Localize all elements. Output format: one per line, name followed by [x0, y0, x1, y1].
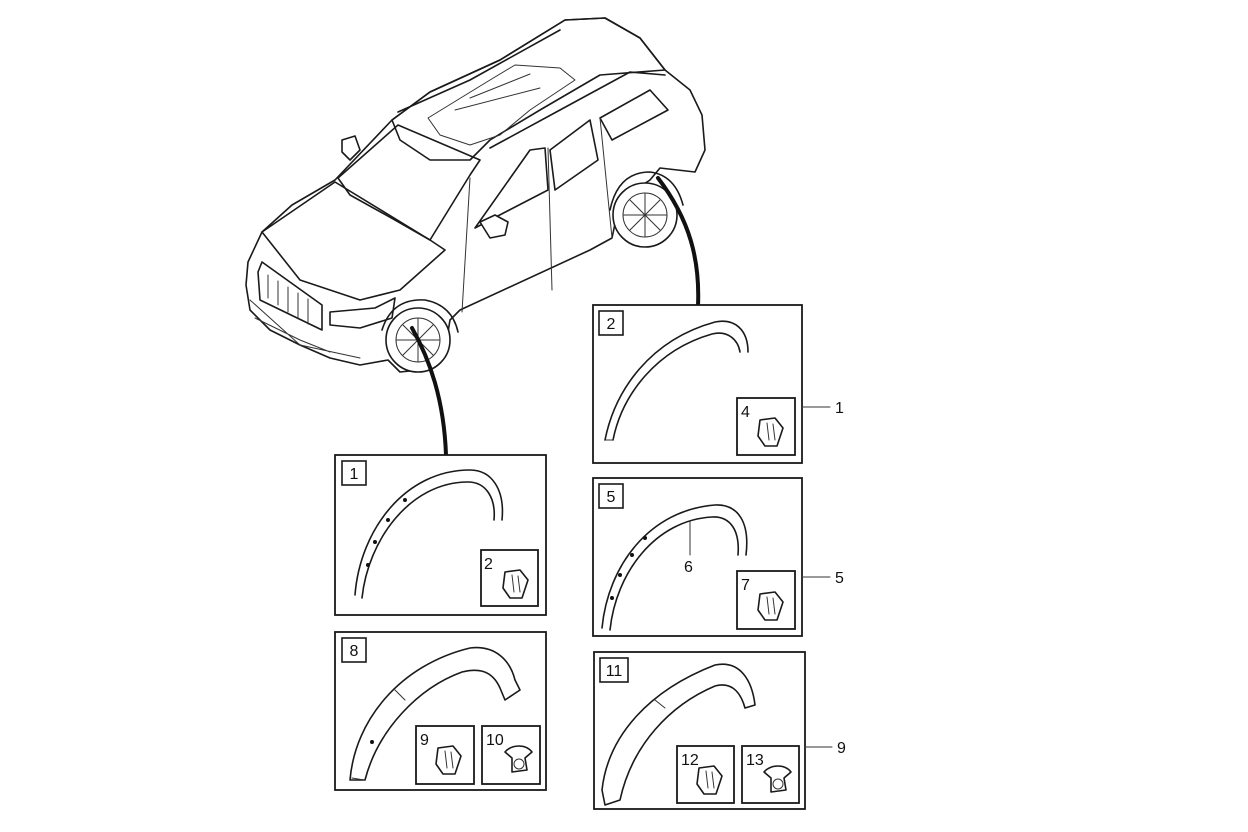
suv-vehicle-icon: [245, 17, 706, 373]
clip-icon: [696, 765, 723, 795]
clip-icon: [757, 591, 784, 621]
panel-11-clip-13-label: 13: [746, 752, 764, 769]
rear-arch-leader: [656, 176, 701, 308]
panel-8-clip-9-label: 9: [420, 732, 429, 749]
panel-8-clip-10-label: 10: [486, 732, 504, 749]
panel-2-clip-label: 4: [741, 404, 750, 421]
panel-2-tag: 2: [607, 316, 616, 333]
callout-label-9: 9: [837, 740, 846, 757]
panel-1-clip-label: 2: [484, 556, 493, 573]
front-arch-leader: [410, 326, 448, 457]
panel-8-tag: 8: [350, 643, 359, 660]
clip-icon: [502, 569, 529, 599]
panel-1-tag: 1: [350, 466, 359, 483]
panel-5-clip-label: 7: [741, 577, 750, 594]
panel-11: 11 12 13 9: [593, 651, 846, 810]
panel-8: 8 9 10: [334, 631, 547, 791]
panel-1: 1 2: [334, 454, 547, 616]
clip-icon: [757, 417, 784, 447]
panel-5-tag: 5: [607, 489, 616, 506]
clip-icon: [435, 745, 462, 775]
panel-11-clip-12-label: 12: [681, 752, 699, 769]
panel-5: 5 6 7 5: [592, 477, 844, 637]
panel-2: 2 4 1: [592, 304, 844, 464]
panel-11-tag: 11: [606, 663, 623, 680]
part-label-6: 6: [684, 559, 693, 576]
callout-label-5: 5: [835, 570, 844, 587]
callout-label-1: 1: [835, 400, 844, 417]
